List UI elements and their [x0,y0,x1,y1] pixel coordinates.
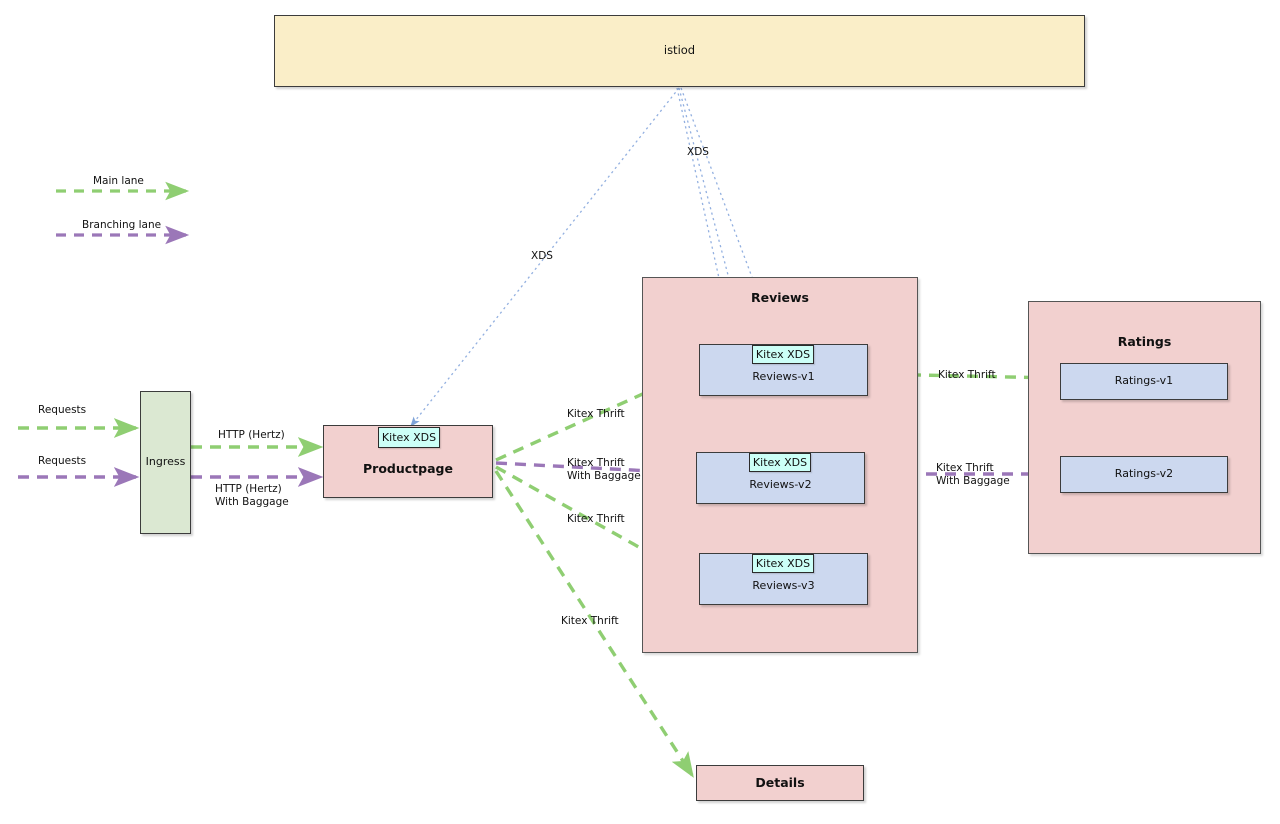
cluster-ratings-title: Ratings [1117,334,1172,349]
edge-label-pp-reviews-v1: Kitex Thrift [567,408,625,420]
edge-label-reviews-ratings-v1: Kitex Thrift [938,369,996,381]
legend-label-branching-lane: Branching lane [82,219,162,231]
ingress-in-edges [18,418,140,487]
node-reviews-v1[interactable]: Reviews-v1 Kitex XDS [699,344,868,396]
node-istiod[interactable]: istiod [274,15,1085,87]
node-ratings-v2-label: Ratings-v2 [1114,467,1174,481]
node-reviews-v1-label: Reviews-v1 [752,370,815,384]
cluster-ratings[interactable]: Ratings [1028,301,1261,554]
edge-label-xds-productpage: XDS [531,250,553,262]
node-reviews-v2[interactable]: Reviews-v2 Kitex XDS [696,452,865,504]
edge-label-http-hertz-baggage: HTTP (Hertz) With Baggage [215,483,289,509]
edge-label-requests-branching: Requests [38,455,87,467]
node-reviews-v2-xds-badge[interactable]: Kitex XDS [749,453,811,472]
node-reviews-v3[interactable]: Reviews-v3 Kitex XDS [699,553,868,605]
node-reviews-v1-xds-badge[interactable]: Kitex XDS [752,345,814,364]
node-productpage-xds-badge[interactable]: Kitex XDS [378,427,440,448]
ingress-out-edges [191,437,324,487]
node-ingress[interactable]: Ingress [140,391,191,534]
node-ratings-v1[interactable]: Ratings-v1 [1060,363,1228,400]
node-reviews-v3-label: Reviews-v3 [752,579,815,593]
node-istiod-label: istiod [663,43,696,58]
node-reviews-v3-xds-badge[interactable]: Kitex XDS [752,554,814,573]
edge-label-http-hertz: HTTP (Hertz) [218,429,285,441]
node-reviews-v2-label: Reviews-v2 [749,478,812,492]
cluster-reviews-title: Reviews [750,290,809,305]
node-ratings-v2[interactable]: Ratings-v2 [1060,456,1228,493]
edge-label-requests-main: Requests [38,404,87,416]
legend-label-main-lane: Main lane [93,175,144,187]
node-details[interactable]: Details [696,765,864,801]
node-details-label: Details [755,774,805,790]
node-ratings-v1-label: Ratings-v1 [1114,374,1174,388]
edge-label-reviews-ratings-v2: Kitex Thrift With Baggage [936,462,1010,488]
edge-label-pp-reviews-v2: Kitex Thrift With Baggage [567,457,641,483]
edge-label-xds-reviews: XDS [687,146,709,158]
node-ingress-label: Ingress [145,455,186,469]
edge-label-pp-details: Kitex Thrift [561,615,619,627]
edge-label-pp-reviews-v3: Kitex Thrift [567,513,625,525]
node-productpage-label: Productpage [363,461,453,477]
node-productpage[interactable]: Productpage Kitex XDS [323,425,493,498]
